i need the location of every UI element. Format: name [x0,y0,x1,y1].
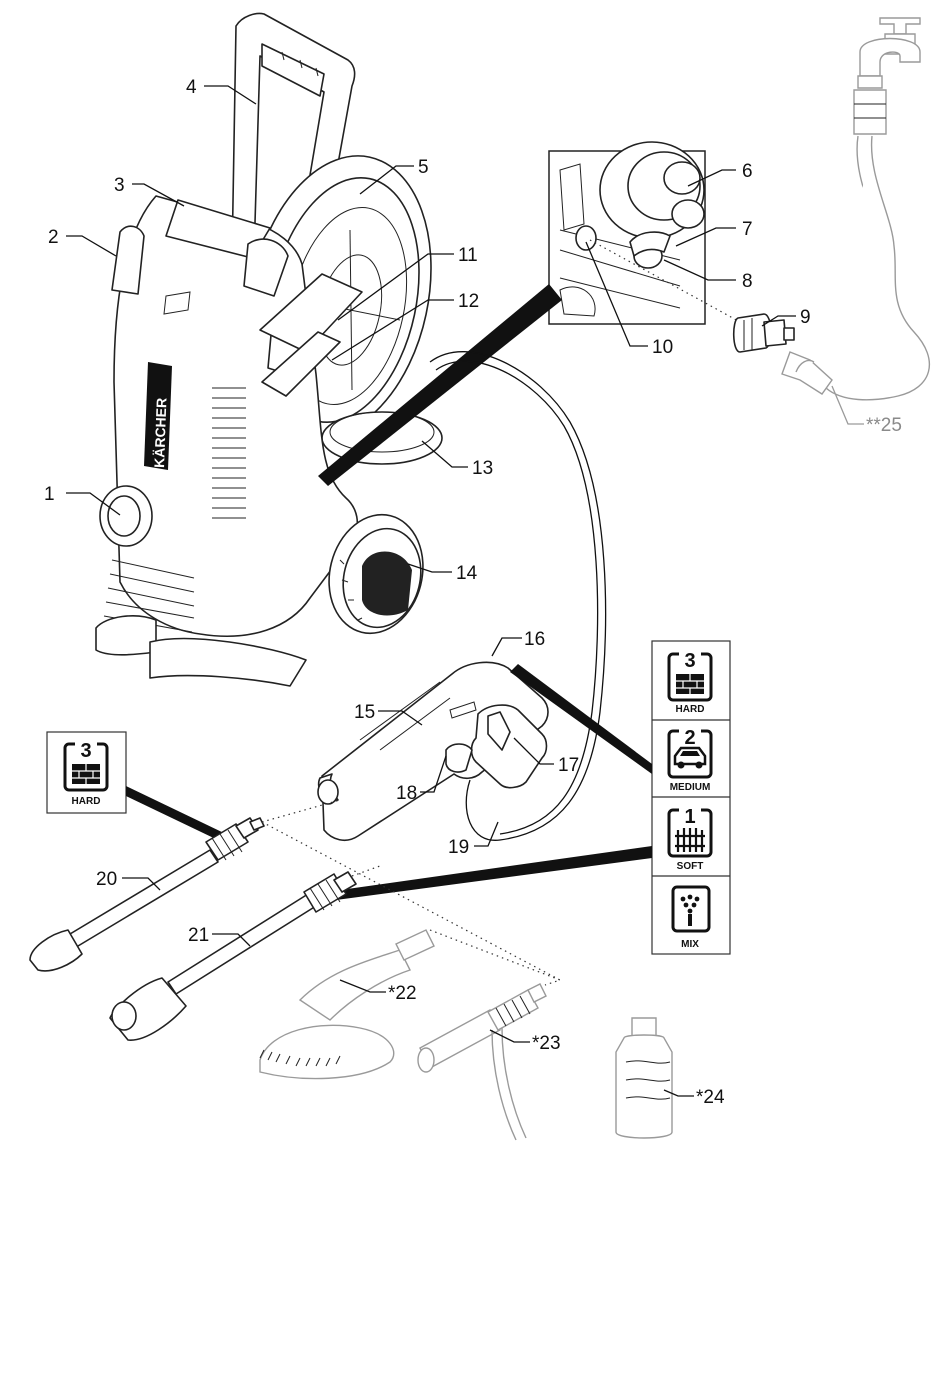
callout-24: *24 [696,1087,725,1108]
callout-20: 20 [96,869,117,890]
pressure-level-number: 1 [684,806,695,828]
pressure-level-number: 3 [80,740,91,762]
pressure-washer-unit: KÄRCHER [96,14,456,687]
callout-12: 12 [458,291,479,312]
wash-brush [260,930,434,1079]
callout-9: 9 [800,307,811,328]
callout-11: 11 [458,245,478,266]
callout-4: 4 [186,77,197,98]
callout-8: 8 [742,271,753,292]
callout-10: 10 [652,337,673,358]
callout-6: 6 [742,161,753,182]
callout-23: *23 [532,1033,561,1054]
lance-pressure-badge: 3 HARD [47,732,126,813]
pressure-level-label: MEDIUM [670,782,711,793]
callout-1: 1 [44,484,55,505]
callout-18: 18 [396,783,417,804]
pressure-level-label: HARD [676,704,705,715]
callout-17: 17 [558,755,579,776]
lance-to-panel-wedge [336,846,652,900]
callout-14: 14 [456,563,478,584]
trigger-gun [318,662,548,840]
brick-wall-icon [72,764,100,784]
pressure-setting-panel: 3 HARD 2 MEDIUM 1 [652,641,730,954]
callout-5: 5 [418,157,429,178]
callout-25: **25 [866,415,902,436]
callout-16: 16 [524,629,545,650]
brick-wall-icon [676,674,704,694]
callout-21: 21 [188,925,209,946]
detergent-bottle [616,1018,672,1138]
hose-coupling-part [734,314,794,352]
pressure-level-number: 2 [684,727,695,749]
callout-2: 2 [48,227,59,248]
pressure-level-label: HARD [72,796,101,807]
pressure-level-label: SOFT [677,861,704,872]
pressure-level-label: MIX [681,939,699,950]
pressure-level-medium: 2 MEDIUM [669,725,711,793]
brand-logo-text: KÄRCHER [151,398,169,469]
callout-22: *22 [388,983,417,1004]
foam-nozzle [418,984,546,1140]
callout-15: 15 [354,702,375,723]
water-inlet-detail-inset [549,142,740,324]
pressure-level-number: 3 [684,650,695,672]
callout-3: 3 [114,175,125,196]
callout-19: 19 [448,837,469,858]
water-tap-and-hose [782,18,929,400]
callout-13: 13 [472,458,493,479]
callout-7: 7 [742,219,753,240]
badge-to-lance-wedge [126,786,226,842]
